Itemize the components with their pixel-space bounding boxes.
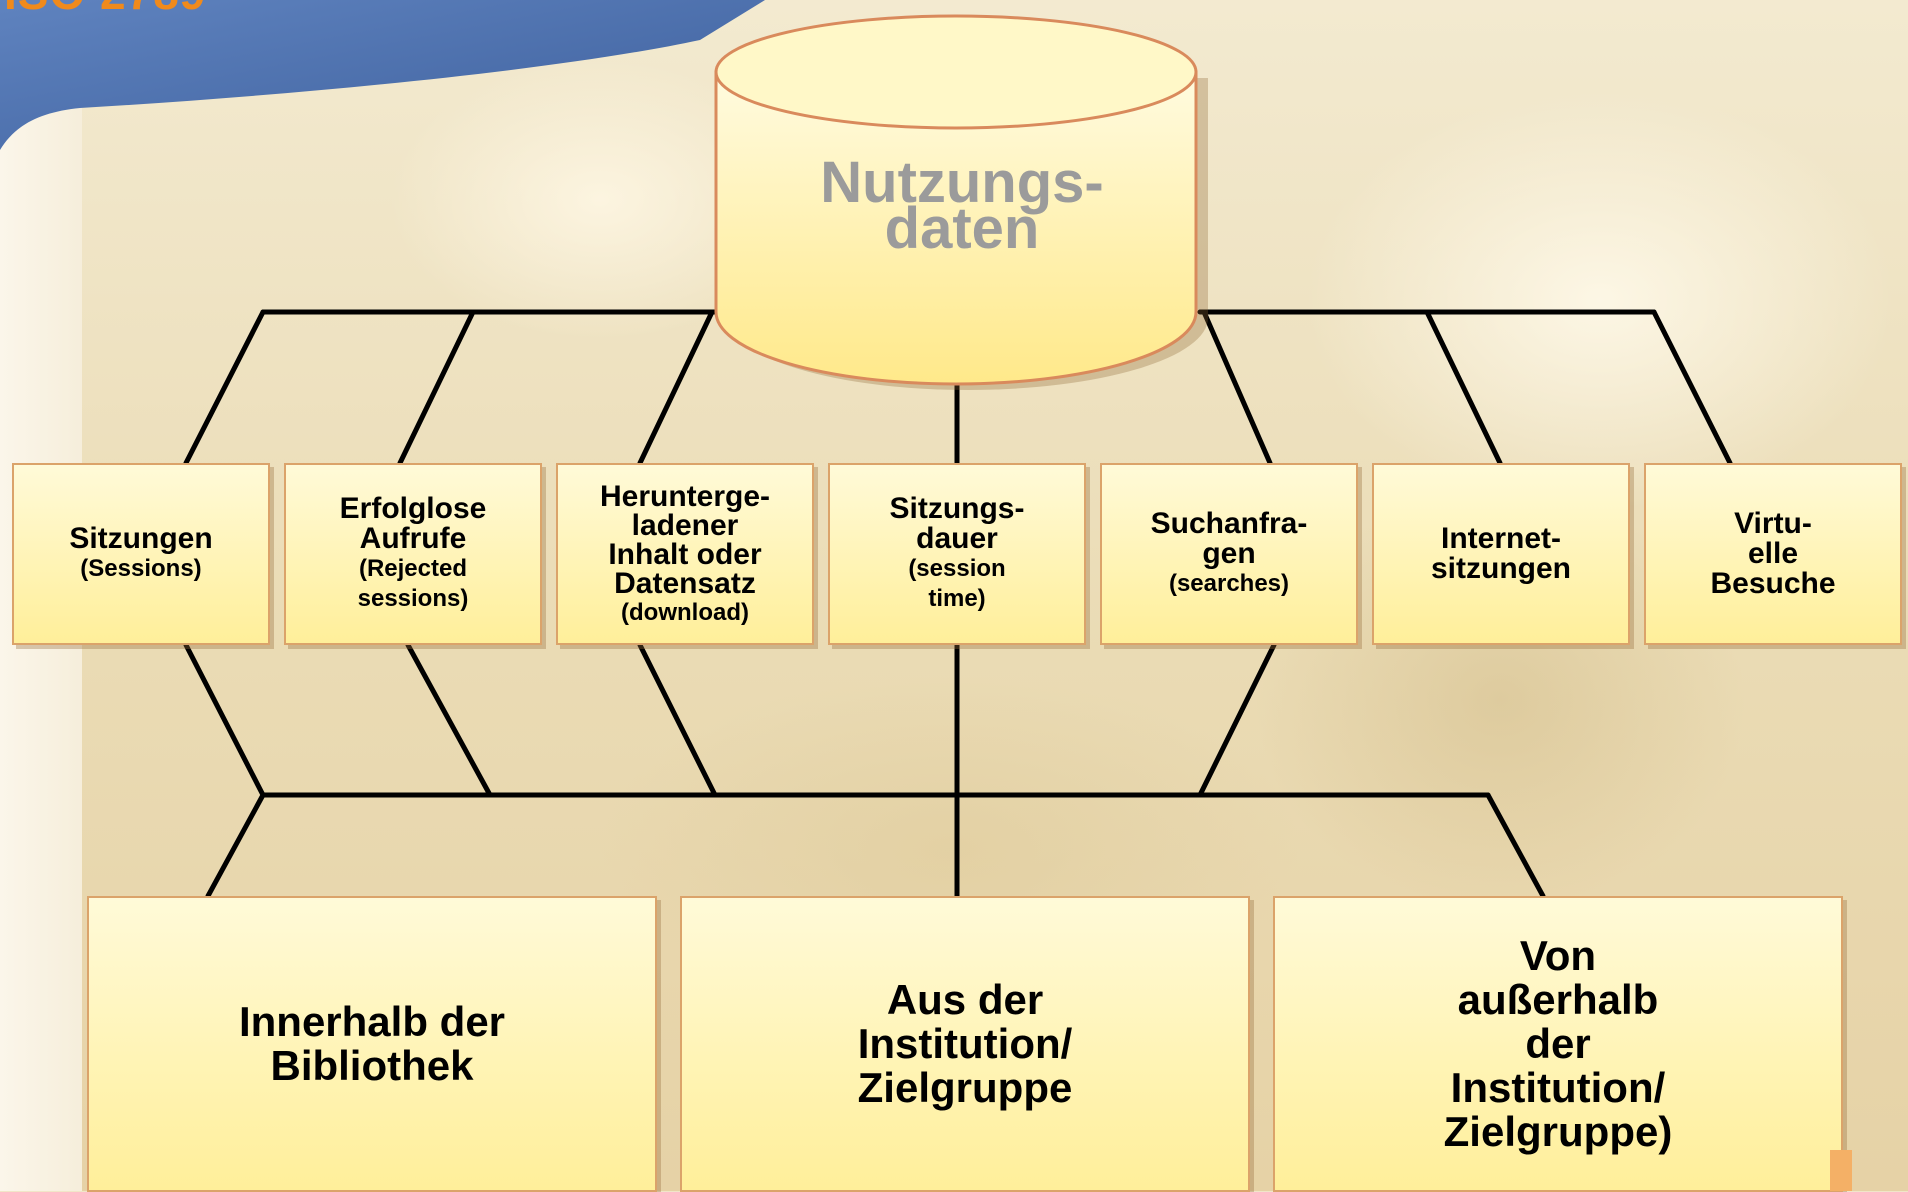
box-text: ladener xyxy=(631,508,739,542)
box-text: Innerhalb der xyxy=(238,998,506,1045)
box-text: Suchanfra- xyxy=(1150,507,1308,540)
box-text: Sitzungen xyxy=(69,522,213,555)
box-text: elle xyxy=(1747,537,1799,570)
access-location-institution: Aus der Institution/ Zielgruppe xyxy=(680,896,1250,1192)
database-label-line-1: Nutzungs- xyxy=(820,150,1104,215)
box-text: Institution/ xyxy=(857,1020,1073,1067)
box-text: außerhalb xyxy=(1457,976,1659,1023)
database-label-line-2: daten xyxy=(884,196,1040,261)
box-text: Inhalt oder xyxy=(608,537,762,571)
box-text: Internet- xyxy=(1441,522,1561,555)
data-element-searches: Suchanfra- gen (searches) xyxy=(1100,463,1358,645)
data-element-virtual-visits: Virtu- elle Besuche xyxy=(1644,463,1902,645)
corner-title: ISO 2789 xyxy=(4,0,206,20)
box-text: Aufrufe xyxy=(359,522,467,555)
box-text: Herunterge- xyxy=(599,479,771,513)
box-subtext: (searches) xyxy=(1168,570,1290,597)
access-location-outside-institution: Von außerhalb der Institution/ Zielgrupp… xyxy=(1273,896,1843,1192)
box-text: Bibliothek xyxy=(270,1042,474,1089)
corner-accent xyxy=(1830,1150,1852,1191)
box-text: Institution/ xyxy=(1450,1064,1666,1111)
corner-title-banner xyxy=(0,0,765,150)
box-text: Sitzungs- xyxy=(889,492,1025,525)
box-text: Zielgruppe xyxy=(857,1064,1073,1111)
box-text: Besuche xyxy=(1710,567,1836,600)
box-text: der xyxy=(1525,1020,1591,1067)
box-text: Aus der xyxy=(886,976,1044,1023)
data-element-internet-sessions: Internet- sitzungen xyxy=(1372,463,1630,645)
box-subtext: (session xyxy=(908,555,1006,582)
box-subtext: (Sessions) xyxy=(80,555,202,582)
box-text: Von xyxy=(1519,932,1597,979)
box-text: Virtu- xyxy=(1734,507,1812,540)
box-subtext: time) xyxy=(928,585,986,612)
database-label: Nutzungs- daten xyxy=(712,150,1212,261)
box-subtext: (download) xyxy=(621,598,749,626)
box-text: sitzungen xyxy=(1431,552,1571,585)
access-location-inside-library: Innerhalb der Bibliothek xyxy=(87,896,657,1192)
box-text: Erfolglose xyxy=(339,492,487,525)
data-element-sessions: Sitzungen (Sessions) xyxy=(12,463,270,645)
data-element-session-time: Sitzungs- dauer (session time) xyxy=(828,463,1086,645)
box-text: Zielgruppe) xyxy=(1443,1108,1673,1155)
box-text: Datensatz xyxy=(614,566,756,600)
box-subtext: (Rejected xyxy=(358,555,468,582)
data-element-rejected-sessions: Erfolglose Aufrufe (Rejected sessions) xyxy=(284,463,542,645)
box-text: gen xyxy=(1202,537,1256,570)
box-subtext: sessions) xyxy=(357,585,469,612)
data-element-download: Herunterge- ladener Inhalt oder Datensat… xyxy=(556,463,814,645)
box-text: dauer xyxy=(916,522,998,555)
